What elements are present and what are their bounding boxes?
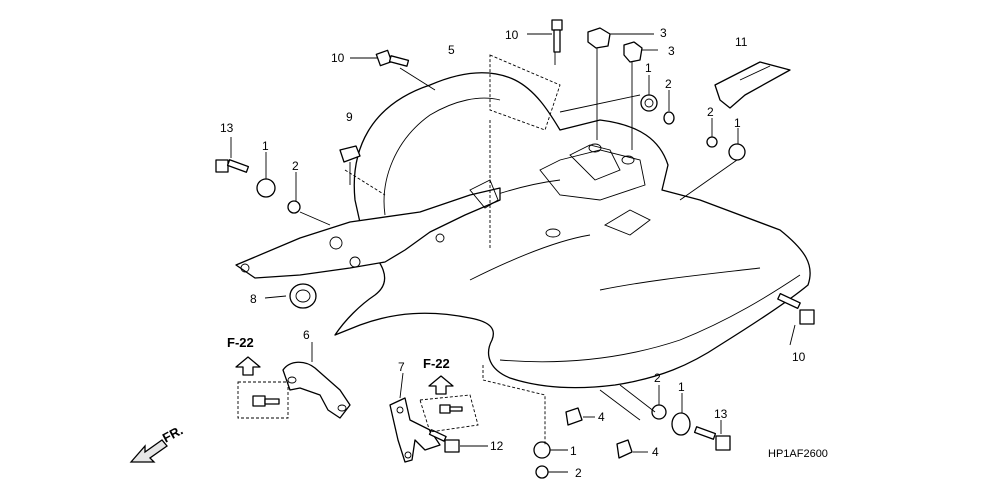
drawing-code: HP1AF2600 <box>768 448 828 460</box>
leader-lines <box>230 33 796 473</box>
rear-fender <box>334 72 811 389</box>
callout-3-b: 3 <box>668 44 675 58</box>
fender-bracket <box>235 179 501 279</box>
bracket-part-7 <box>389 397 441 463</box>
callout-4-b: 4 <box>652 445 659 459</box>
callout-1-bottom: 1 <box>570 444 577 458</box>
front-direction-arrow-icon <box>129 439 168 463</box>
callout-13-left: 13 <box>220 121 234 135</box>
callout-4-a: 4 <box>598 410 605 424</box>
callout-1-left: 1 <box>262 139 269 153</box>
callout-2-a: 2 <box>665 77 672 91</box>
reference-f22-mid: F-22 <box>423 356 450 371</box>
callout-13-right: 13 <box>714 407 728 421</box>
reference-f22-left: F-22 <box>227 335 254 350</box>
callout-2-left: 2 <box>292 159 299 173</box>
dashed-groups <box>237 54 561 445</box>
callout-1-a: 1 <box>645 61 652 75</box>
f22-left-arrow <box>235 356 261 376</box>
callout-12: 12 <box>490 439 504 453</box>
f22-mid-arrow <box>428 375 454 395</box>
bracket-part-6 <box>282 361 351 419</box>
callout-10-top: 10 <box>505 28 519 42</box>
callout-11: 11 <box>735 35 748 49</box>
callout-2-b: 2 <box>707 105 714 119</box>
callout-8: 8 <box>250 292 257 306</box>
callout-2-bottom: 2 <box>575 466 582 480</box>
callout-10-left: 10 <box>331 51 345 65</box>
callout-1-lower: 1 <box>678 380 685 394</box>
strap-part-11 <box>714 61 791 109</box>
callout-7: 7 <box>398 360 405 374</box>
callout-1-b: 1 <box>734 116 741 130</box>
callout-10-right: 10 <box>792 350 806 364</box>
callout-6: 6 <box>303 328 310 342</box>
fasteners <box>215 19 815 479</box>
callout-3-a: 3 <box>660 26 667 40</box>
callout-5: 5 <box>448 43 455 57</box>
callout-2-lower: 2 <box>654 371 661 385</box>
callout-9: 9 <box>346 110 353 124</box>
